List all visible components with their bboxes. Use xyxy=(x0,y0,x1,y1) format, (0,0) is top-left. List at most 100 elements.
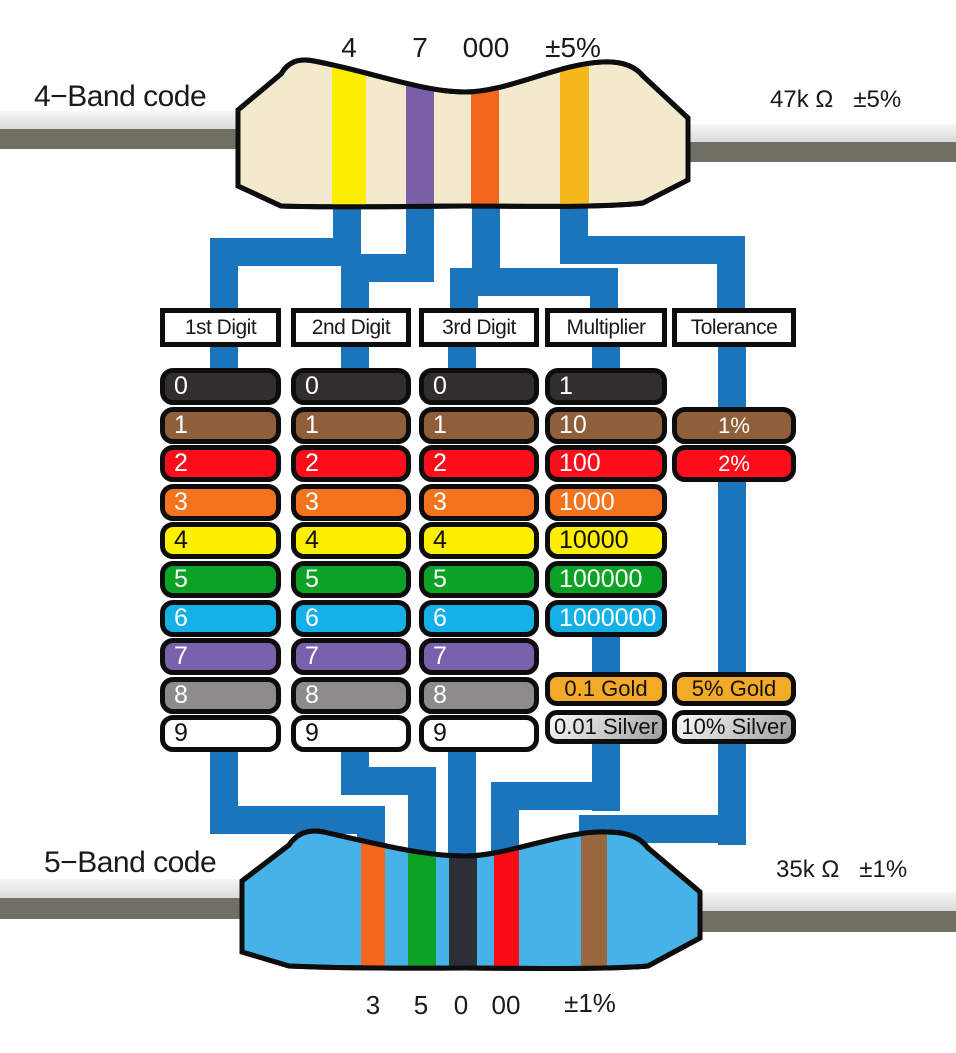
color-row-label: 1 xyxy=(305,411,319,439)
bottom-band-label-3: 0 xyxy=(453,990,469,1020)
color-row-label: 2% xyxy=(718,450,750,476)
four-band-code-title: 4−Band code xyxy=(34,80,207,113)
color-row-label: 2 xyxy=(433,449,447,477)
color-row-multiplier-0.1-gold: 0.1 Gold xyxy=(545,672,667,706)
color-row-2nd-digit-3: 3 xyxy=(291,484,411,521)
color-row-multiplier-0.01-silver: 0.01 Silver xyxy=(545,710,667,744)
color-row-label: 6 xyxy=(174,604,188,632)
color-row-label: 9 xyxy=(174,719,188,747)
bottom-band-label-5: ±1% xyxy=(564,988,616,1018)
top-resistor-body xyxy=(235,57,691,210)
color-row-tolerance-2-: 2% xyxy=(672,445,796,482)
color-row-1st-digit-5: 5 xyxy=(160,561,281,598)
color-row-label: 7 xyxy=(433,642,447,670)
color-row-label: 0 xyxy=(174,372,188,400)
color-row-label: 1000 xyxy=(559,488,615,516)
color-row-1st-digit-9: 9 xyxy=(160,715,281,752)
color-row-label: 6 xyxy=(305,604,319,632)
bottom-band-label-2: 5 xyxy=(413,990,429,1020)
top-resistor-right-lead xyxy=(690,124,956,162)
color-row-3rd-digit-2: 2 xyxy=(419,445,539,482)
color-row-label: 2 xyxy=(174,449,188,477)
color-row-label: 10000 xyxy=(559,526,629,554)
color-row-1st-digit-0: 0 xyxy=(160,368,281,405)
color-row-2nd-digit-5: 5 xyxy=(291,561,411,598)
color-row-tolerance-5-gold: 5% Gold xyxy=(672,672,796,706)
five-band-code-title: 5−Band code xyxy=(44,846,217,879)
connector-wire xyxy=(718,481,746,673)
bottom-resistor-left-lead xyxy=(0,879,248,919)
color-row-label: 5% Gold xyxy=(691,676,777,701)
top-resistor-shape xyxy=(235,57,691,210)
color-row-3rd-digit-1: 1 xyxy=(419,407,539,444)
color-row-label: 10% Silver xyxy=(681,714,787,739)
color-row-label: 0 xyxy=(305,372,319,400)
top-band-label-2: 7 xyxy=(412,32,428,63)
top-band-label-1: 4 xyxy=(341,32,357,63)
connector-wire xyxy=(718,345,746,409)
color-row-label: 8 xyxy=(433,681,447,709)
band-gold-tolerance xyxy=(560,60,589,207)
color-row-label: 1000000 xyxy=(559,604,657,632)
color-row-label: 4 xyxy=(433,526,447,554)
color-row-label: 0.1 Gold xyxy=(564,676,648,701)
color-row-1st-digit-7: 7 xyxy=(160,638,281,675)
color-row-3rd-digit-5: 5 xyxy=(419,561,539,598)
connector-wire xyxy=(448,345,476,370)
band-yellow-1st-digit xyxy=(332,60,366,207)
color-row-multiplier-1000000: 1000000 xyxy=(545,600,667,637)
connector-wire xyxy=(210,238,238,310)
color-row-multiplier-10000: 10000 xyxy=(545,522,667,559)
color-row-1st-digit-1: 1 xyxy=(160,407,281,444)
color-row-label: 1 xyxy=(559,372,573,400)
color-row-label: 8 xyxy=(305,681,319,709)
color-row-2nd-digit-0: 0 xyxy=(291,368,411,405)
bottom-band-label-4: 00 xyxy=(491,990,521,1020)
color-row-multiplier-100000: 100000 xyxy=(545,561,667,598)
color-row-label: 100 xyxy=(559,449,601,477)
connector-wire xyxy=(450,268,478,312)
connector-wire xyxy=(590,268,618,312)
color-row-label: 100000 xyxy=(559,565,643,593)
color-row-label: 6 xyxy=(433,604,447,632)
band-violet-2nd-digit xyxy=(406,60,434,207)
color-row-3rd-digit-7: 7 xyxy=(419,638,539,675)
color-row-2nd-digit-2: 2 xyxy=(291,445,411,482)
connector-wire xyxy=(560,236,745,264)
color-row-tolerance-1-: 1% xyxy=(672,407,796,444)
color-row-3rd-digit-8: 8 xyxy=(419,677,539,714)
color-row-label: 4 xyxy=(305,526,319,554)
connector-wire xyxy=(210,806,385,834)
top-tolerance-value: ±5% xyxy=(853,86,902,113)
color-row-2nd-digit-6: 6 xyxy=(291,600,411,637)
color-row-3rd-digit-3: 3 xyxy=(419,484,539,521)
color-row-multiplier-1000: 1000 xyxy=(545,484,667,521)
color-row-label: 4 xyxy=(174,526,188,554)
top-band-label-3: 000 xyxy=(462,32,510,63)
color-row-label: 2 xyxy=(305,449,319,477)
header-tolerance: Tolerance xyxy=(672,308,796,347)
band-orange-1st-digit xyxy=(361,831,385,969)
color-row-label: 3 xyxy=(305,488,319,516)
color-row-multiplier-100: 100 xyxy=(545,445,667,482)
color-row-label: 9 xyxy=(305,719,319,747)
color-row-multiplier-10: 10 xyxy=(545,407,667,444)
connector-wire xyxy=(717,236,745,310)
color-row-label: 5 xyxy=(433,565,447,593)
color-row-2nd-digit-9: 9 xyxy=(291,715,411,752)
color-row-1st-digit-4: 4 xyxy=(160,522,281,559)
connector-wire xyxy=(210,345,238,370)
top-resistor-left-lead xyxy=(0,111,242,149)
color-row-label: 3 xyxy=(174,488,188,516)
color-row-3rd-digit-4: 4 xyxy=(419,522,539,559)
color-row-1st-digit-3: 3 xyxy=(160,484,281,521)
bottom-band-label-1: 3 xyxy=(365,990,381,1020)
top-resistor-value: 47k Ω ±5% xyxy=(770,86,901,114)
band-brown-tolerance xyxy=(581,831,607,969)
color-row-2nd-digit-7: 7 xyxy=(291,638,411,675)
header-2nd-digit: 2nd Digit xyxy=(291,308,411,347)
bottom-resistor-right-lead xyxy=(702,892,956,932)
connector-wire xyxy=(341,345,369,370)
header-multiplier: Multiplier xyxy=(545,308,667,347)
